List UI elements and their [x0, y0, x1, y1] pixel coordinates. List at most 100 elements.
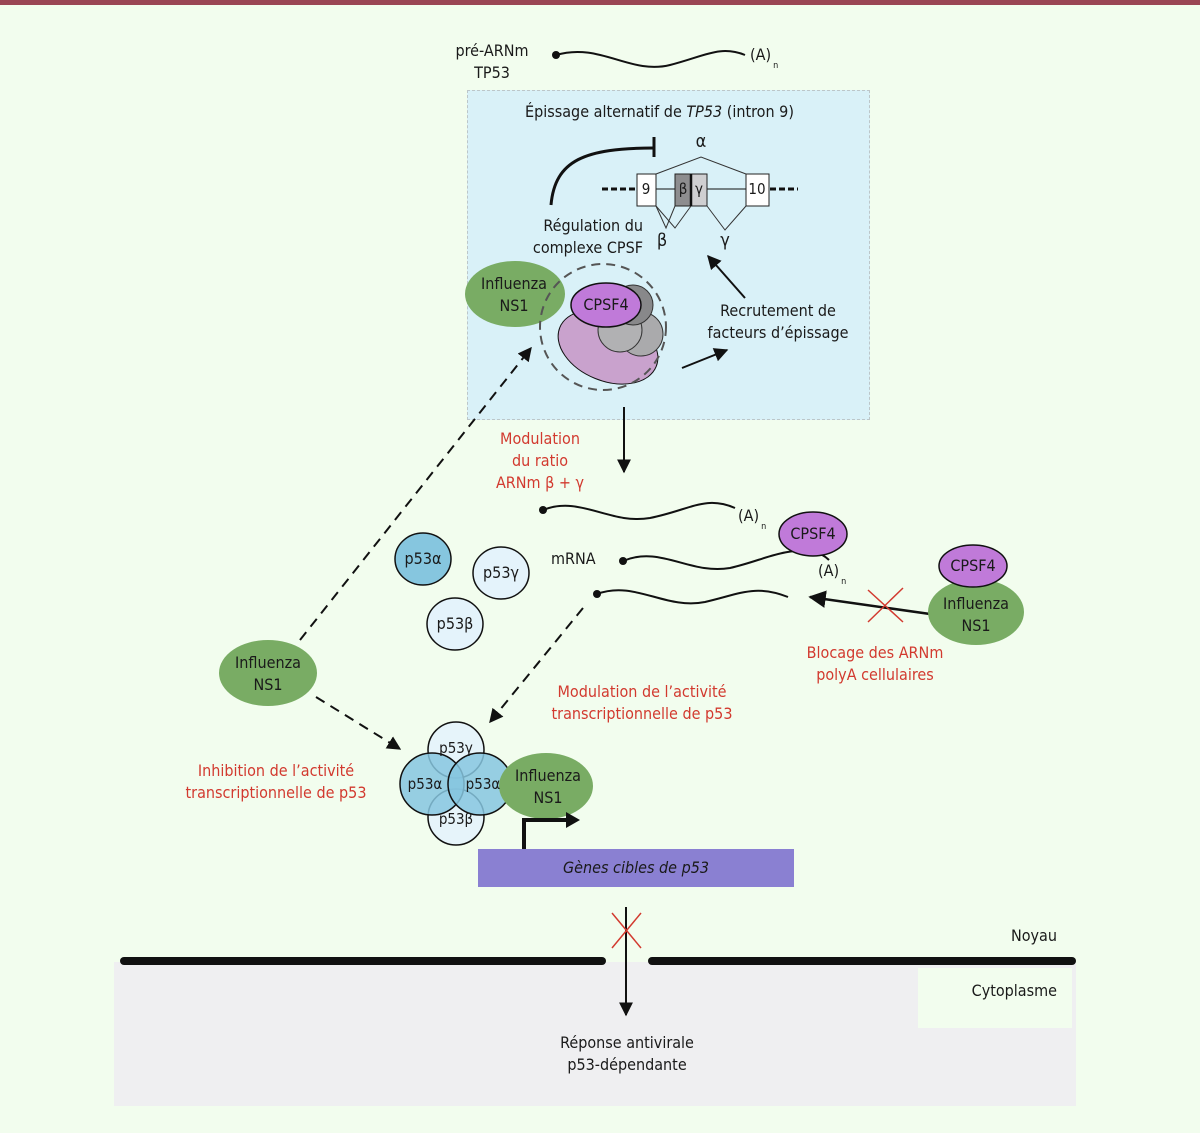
- polya-2-text: (A): [818, 561, 840, 580]
- block-cross-icon: [867, 587, 904, 623]
- ns1-blocking-line1: Influenza: [943, 594, 1009, 613]
- exon-gamma-label: γ: [695, 180, 703, 198]
- p53-alpha-label: p53α: [404, 549, 442, 568]
- modulation-ratio-line2: du ratio: [511, 451, 569, 470]
- regulation-inhibition-arrow: [549, 137, 656, 206]
- splicing-title-suffix: (intron 9): [722, 102, 794, 121]
- regulation-label-line1: Régulation du: [543, 216, 643, 235]
- cpsf4-splicing-label: CPSF4: [583, 295, 629, 314]
- isoform-beta-label: β: [656, 230, 668, 251]
- complex-alpha-left-label: p53α: [407, 775, 443, 793]
- splicing-title-gene: TP53: [686, 102, 723, 121]
- ns1-complex-line2: NS1: [533, 788, 563, 807]
- complex-alpha-right-label: p53α: [465, 775, 501, 793]
- recruitment-arrow-out: [681, 348, 729, 369]
- recruitment-label-line2: facteurs d’épissage: [707, 323, 849, 342]
- pre-mrna-polya: (A)n: [750, 44, 779, 71]
- antiviral-response-label: Réponse antivirale p53-dépendante: [560, 1032, 694, 1076]
- p53-beta-label: p53β: [436, 614, 474, 633]
- ns1-complex-label: Influenza NS1: [515, 765, 581, 809]
- complex-beta-label: p53β: [438, 810, 474, 828]
- exon-9-label: 9: [641, 180, 651, 198]
- ns1-blocking-label: Influenza NS1: [943, 593, 1009, 637]
- inhibition-label: Inhibition de l’activité transcriptionne…: [186, 760, 367, 804]
- export-block-cross-icon: [611, 912, 642, 949]
- antiviral-response-line1: Réponse antivirale: [560, 1033, 694, 1052]
- recruitment-arrow-up: [707, 254, 746, 299]
- cpsf4-blocking-label: CPSF4: [950, 556, 996, 575]
- mrna-label: mRNA: [551, 549, 596, 568]
- exon-9: [636, 173, 657, 207]
- modulation-dashed-arrow: [489, 607, 584, 724]
- modulation-ratio-label: Modulation du ratio ARNm β + γ: [496, 428, 584, 494]
- antiviral-response-line2: p53-dépendante: [567, 1055, 687, 1074]
- recruitment-label: Recrutement de facteurs d’épissage: [708, 300, 849, 344]
- exon-10-label: 10: [748, 180, 766, 198]
- exon-10: [745, 173, 770, 207]
- blocking-label-line2: polyA cellulaires: [816, 665, 934, 684]
- ns1-inhibition-dashed-arrow: [315, 696, 402, 750]
- regulation-label: Régulation du complexe CPSF: [533, 215, 643, 259]
- polya-2-subscript: n: [841, 577, 847, 587]
- ns1-splicing-label: Influenza NS1: [481, 273, 547, 317]
- exon-diagram: [602, 156, 798, 231]
- cpsf4-bound-label: CPSF4: [790, 524, 836, 543]
- blocking-label-line1: Blocage des ARNm: [806, 643, 944, 662]
- pre-mrna-strand: [552, 50, 746, 68]
- ns1-blocking-line2: NS1: [961, 616, 991, 635]
- ns1-blocking-ellipse: [928, 579, 1024, 645]
- ns1-splicing-label-line1: Influenza: [481, 274, 547, 293]
- pre-mrna-label-line2: TP53: [474, 63, 510, 82]
- p53-tetramer: [399, 721, 513, 846]
- modulation-ratio-line1: Modulation: [500, 429, 580, 448]
- recruitment-label-line1: Recrutement de: [720, 301, 836, 320]
- blocking-label: Blocage des ARNm polyA cellulaires: [807, 642, 944, 686]
- mrna-polya-1: (A)n: [738, 505, 767, 532]
- ns1-complex-line1: Influenza: [515, 766, 581, 785]
- splicing-title-prefix: Épissage alternatif de: [525, 102, 687, 121]
- ns1-left-line2: NS1: [253, 675, 283, 694]
- polya-1-text: (A): [738, 506, 760, 525]
- cpsf4-splicing-ellipse: [570, 282, 642, 328]
- top-border: [0, 0, 1200, 5]
- polya-subscript: n: [773, 61, 779, 71]
- pre-mrna-label-line1: pré-ARNm: [455, 41, 529, 60]
- target-genes-label: Gènes cibles de p53: [562, 858, 710, 877]
- ns1-left-label: Influenza NS1: [235, 652, 301, 696]
- modulation-activity-line2: transcriptionnelle de p53: [551, 704, 733, 723]
- cytoplasm-region: [114, 962, 1076, 1106]
- polya-1-subscript: n: [761, 522, 767, 532]
- p53-alpha-circle: [394, 532, 452, 586]
- ns1-splicing-label-line2: NS1: [499, 296, 529, 315]
- splicing-box: [467, 90, 870, 420]
- ns1-left-ellipse: [219, 640, 317, 706]
- p53-gamma-label: p53γ: [483, 563, 519, 582]
- p53-gamma-circle: [472, 546, 530, 600]
- inhibition-line2: transcriptionnelle de p53: [185, 783, 367, 802]
- blocking-arrow: [808, 590, 931, 616]
- nucleus-label: Noyau: [1010, 926, 1057, 945]
- mrna-polya-2: (A)n: [818, 560, 847, 587]
- p53-beta-circle: [426, 597, 484, 651]
- ns1-left-line1: Influenza: [235, 653, 301, 672]
- target-genes-bar: [478, 849, 794, 887]
- cpsf-complex: [539, 263, 667, 391]
- ns1-to-cpsf-dashed-arrow: [299, 346, 532, 641]
- cytoplasm-label-box: [918, 968, 1072, 1028]
- ns1-complex-ellipse: [499, 753, 593, 819]
- cpsf4-bound-ellipse: [778, 511, 848, 557]
- cytoplasm-label: Cytoplasme: [971, 981, 1057, 1000]
- ns1-splicing-ellipse: [465, 261, 565, 327]
- regulation-label-line2: complexe CPSF: [532, 238, 643, 257]
- pre-mrna-label: pré-ARNm TP53: [455, 40, 528, 84]
- modulation-activity-label: Modulation de l’activité transcriptionne…: [552, 681, 733, 725]
- modulation-activity-line1: Modulation de l’activité: [557, 682, 727, 701]
- promoter-arrow: [522, 818, 568, 850]
- modulation-ratio-line3: ARNm β + γ: [495, 473, 585, 492]
- exon-beta-label: β: [678, 180, 688, 198]
- cpsf4-blocking-ellipse: [938, 544, 1008, 588]
- isoform-alpha-label: α: [695, 131, 707, 152]
- inhibition-line1: Inhibition de l’activité: [197, 761, 355, 780]
- complex-gamma-label: p53γ: [439, 739, 473, 757]
